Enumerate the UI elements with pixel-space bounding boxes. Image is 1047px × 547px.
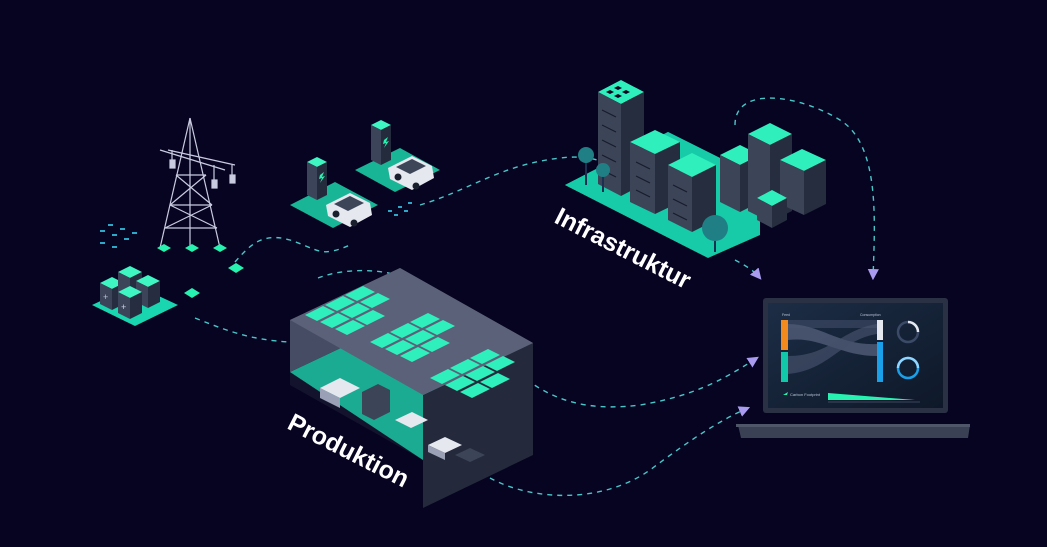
line-production-bottom-to-laptop xyxy=(489,406,751,497)
power-tower-shape xyxy=(211,179,218,189)
production-factory-shape xyxy=(320,388,340,408)
laptop-dashboard-shape xyxy=(828,393,915,400)
laptop-dashboard-shape xyxy=(736,424,970,427)
grid-dots-shape xyxy=(120,228,125,230)
svg-text:+: + xyxy=(103,292,108,302)
tower-foot-pads-shape xyxy=(185,244,199,252)
ev-charging-stations-shape xyxy=(332,210,340,218)
power-tower-shape xyxy=(164,204,213,229)
laptop-dashboard-shape xyxy=(877,320,883,340)
ev-charging-stations xyxy=(290,120,440,228)
ev-charging-stations-shape xyxy=(383,137,389,148)
grid-dots-shape xyxy=(108,224,113,226)
dashboard-right-header: Consumption xyxy=(860,313,881,317)
infrastructure-city xyxy=(565,80,826,258)
ev-charging-stations-shape xyxy=(412,182,420,190)
power-tower-shape xyxy=(175,174,213,206)
battery-pack-shape: + xyxy=(118,286,142,319)
line-cars-to-infrastructure xyxy=(419,156,611,206)
laptop-dashboard-shape xyxy=(788,324,877,374)
laptop-dashboard-shape xyxy=(781,352,788,382)
production-factory-shape xyxy=(305,286,515,398)
line-top-loop-to-laptop xyxy=(734,97,879,281)
laptop-dashboard-shape xyxy=(783,392,788,395)
infrastructure-city-shape xyxy=(780,149,826,171)
grid-dots-shape xyxy=(112,234,117,236)
power-tower xyxy=(159,117,236,249)
laptop-dashboard-shape xyxy=(788,320,877,328)
laptop-dashboard-shape xyxy=(877,342,883,382)
laptop-dashboard-shape xyxy=(907,320,920,333)
ev-charging-stations-shape xyxy=(394,173,402,181)
power-tower-shape xyxy=(159,117,191,249)
ev-charging-stations-shape xyxy=(317,162,327,200)
grid-dots-shape xyxy=(112,246,117,248)
laptop-dashboard-shape xyxy=(738,425,970,438)
dashboard-left-header: Feed xyxy=(782,313,790,317)
ev-charging-stations-shape xyxy=(350,219,358,227)
infrastructure-city-shape xyxy=(772,198,787,228)
production-factory-shape xyxy=(395,412,428,428)
infrastructure-city-shape xyxy=(596,163,610,177)
production-factory-shape xyxy=(428,445,445,460)
ev-charging-stations-shape xyxy=(388,202,412,216)
tower-foot-pads-shape xyxy=(228,263,244,273)
line-tower-to-cars xyxy=(234,236,351,263)
laptop-dashboard: Feed Consumption Carbon Footprint xyxy=(736,298,970,438)
tower-foot-pads-shape xyxy=(213,244,227,252)
laptop-dashboard-shape xyxy=(781,320,788,350)
power-tower-shape xyxy=(169,174,207,206)
production-factory xyxy=(290,268,533,508)
production-factory-shape xyxy=(290,320,423,460)
power-tower-shape xyxy=(169,204,218,229)
ev-charging-stations-shape xyxy=(396,159,426,174)
grid-dots xyxy=(100,224,137,248)
laptop-dashboard-shape xyxy=(896,356,920,369)
grid-dots-shape xyxy=(100,230,105,232)
production-factory-shape xyxy=(455,448,485,462)
connection-lines xyxy=(194,97,879,497)
grid-dots-shape xyxy=(100,242,105,244)
tower-foot-pads-shape xyxy=(184,288,200,298)
infrastructure-city-shape xyxy=(606,86,630,98)
ev-charging-stations-shape xyxy=(307,162,317,200)
power-tower-shape xyxy=(229,174,236,184)
infrastructure-city-shape xyxy=(702,215,728,241)
power-tower-shape xyxy=(189,117,221,249)
ev-charging-stations-shape xyxy=(371,125,381,165)
line-infrastructure-to-laptop xyxy=(734,259,762,280)
ev-charging-stations-shape xyxy=(319,172,325,183)
line-production-roof-to-laptop xyxy=(317,269,759,408)
line-battery-to-production xyxy=(194,317,291,343)
svg-text:+: + xyxy=(121,302,126,312)
infrastructure-city-shape xyxy=(720,155,740,212)
grid-dots-shape xyxy=(124,238,129,240)
laptop-dashboard-shape xyxy=(788,324,877,356)
infrastructure-city-shape xyxy=(668,165,692,232)
ev-charging-stations-shape xyxy=(334,196,364,211)
infrastructure-city-shape xyxy=(804,160,826,215)
infrastructure-city-shape xyxy=(578,147,594,163)
tower-foot-pads-shape xyxy=(157,244,171,252)
production-factory-shape xyxy=(362,384,390,420)
grid-dots-shape xyxy=(132,232,137,234)
infrastructure-city-shape xyxy=(630,142,655,214)
tower-foot-pads xyxy=(157,244,244,298)
infrastructure-city-shape xyxy=(692,165,716,232)
power-tower-shape xyxy=(167,149,236,166)
infrastructure-city-shape xyxy=(757,198,772,228)
power-tower-shape xyxy=(169,159,176,169)
dashboard-footer-label: Carbon Footprint xyxy=(790,392,821,397)
battery-pack: + + xyxy=(92,266,178,326)
